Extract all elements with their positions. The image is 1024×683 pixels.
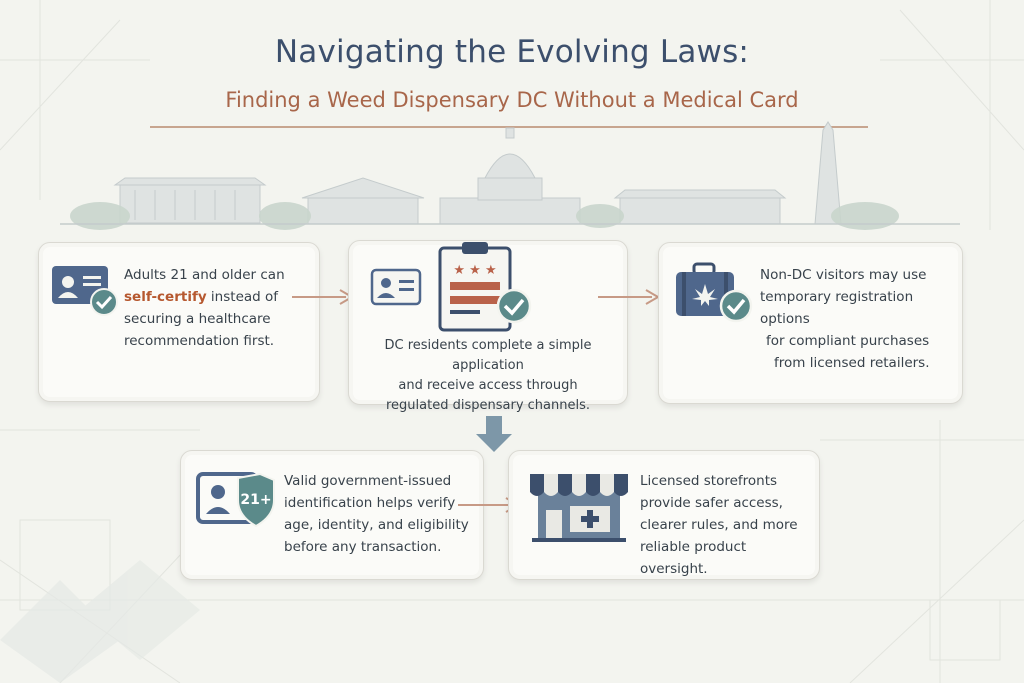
step-1-text: Adults 21 and older can self-certify ins… bbox=[124, 264, 314, 352]
step-1-line-2: self-certify instead of bbox=[124, 286, 314, 308]
dc-skyline-illustration bbox=[60, 121, 960, 230]
step-5-line-1: Licensed storefronts bbox=[640, 473, 778, 489]
age-badge: 21+ bbox=[240, 492, 271, 508]
self-certify-highlight: self-certify bbox=[124, 289, 207, 305]
step-1-line-3: securing a healthcare bbox=[124, 311, 271, 327]
step-2-line-2: and receive access through bbox=[398, 378, 578, 393]
step-5-line-3: clearer rules, and more bbox=[640, 517, 798, 533]
step-3-line-4: from licensed retailers. bbox=[774, 355, 930, 371]
arrow-right-icon bbox=[292, 289, 354, 305]
step-4-text: Valid government-issued identification h… bbox=[284, 470, 480, 558]
step-card-non-dc-visitors bbox=[658, 242, 963, 404]
arrow-right-icon bbox=[598, 289, 660, 305]
subtitle-divider bbox=[150, 126, 868, 128]
step-3-line-1: Non-DC visitors may use bbox=[760, 267, 927, 283]
id-card-check-icon bbox=[52, 266, 118, 316]
step-1-line-1: Adults 21 and older can bbox=[124, 267, 285, 283]
step-4-line-4: before any transaction. bbox=[284, 539, 442, 555]
step-4-line-2: identification helps verify bbox=[284, 495, 456, 511]
step-4-line-1: Valid government-issued bbox=[284, 473, 452, 489]
svg-text:★ ★ ★: ★ ★ ★ bbox=[453, 263, 496, 278]
step-3-text: Non-DC visitors may use temporary regist… bbox=[760, 264, 960, 374]
page-subtitle: Finding a Weed Dispensary DC Without a M… bbox=[225, 88, 799, 112]
id-verification-icon: 21+ bbox=[196, 472, 275, 528]
step-2-line-1: DC residents complete a simple applicati… bbox=[384, 338, 592, 373]
page-title: Navigating the Evolving Laws: bbox=[274, 34, 750, 70]
step-5-text: Licensed storefronts provide safer acces… bbox=[640, 470, 816, 580]
step-2-line-3: regulated dispensary channels. bbox=[386, 398, 590, 413]
storefront-icon bbox=[530, 474, 628, 542]
step-5-line-2: provide safer access, bbox=[640, 495, 783, 511]
clipboard-application-icon: ★ ★ ★ bbox=[370, 242, 532, 332]
step-5-line-4: reliable product oversight. bbox=[640, 539, 747, 577]
suitcase-cannabis-icon bbox=[676, 262, 753, 323]
step-2-text: DC residents complete a simple applicati… bbox=[352, 336, 624, 416]
step-3-line-3: for compliant purchases bbox=[766, 333, 930, 349]
step-1-line-4: recommendation first. bbox=[124, 333, 275, 349]
step-4-line-3: age, identity, and eligibility bbox=[284, 517, 469, 533]
arrow-down-icon bbox=[476, 416, 512, 452]
step-3-line-2: temporary registration options bbox=[760, 289, 914, 327]
step-1-line-2-rest: instead of bbox=[206, 289, 279, 305]
step-card-valid-id bbox=[180, 450, 484, 580]
